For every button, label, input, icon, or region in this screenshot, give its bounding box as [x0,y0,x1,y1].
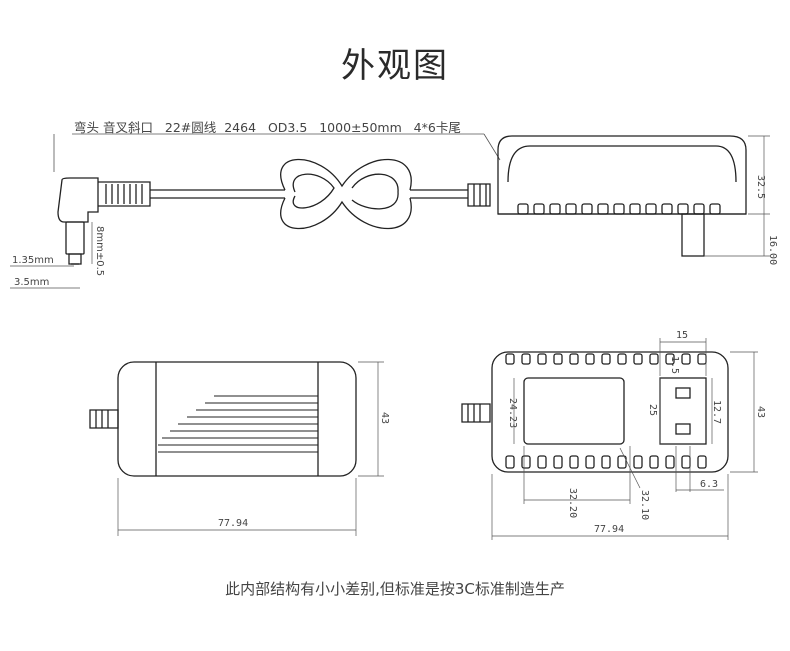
cable-spec-text: 弯头 音叉斜口 22#圆线 2464 OD3.5 1000±50mm 4*6卡尾 [74,120,461,135]
dim-label-width: 32.20 [567,488,578,518]
dim-label-height: 24.23 [507,398,518,428]
dim-back-height: 43 [755,406,766,418]
dim-plug-small: 12.7 [711,400,722,424]
dim-blade-gap: 6.3 [700,479,718,490]
adapter-back-view [461,351,729,473]
dim-pin-inner: 1.35mm [12,255,54,266]
page-title: 外观图 [341,46,449,86]
dim-plug-offset: 32.10 [639,490,650,520]
dim-bottom-tab: 1.5 [669,356,680,374]
footer-note: 此内部结构有小小差别,但标准是按3C标准制造生产 [225,580,565,598]
dim-front-height: 43 [379,412,390,424]
dim-pin-length: 8mm±0.5 [94,226,105,276]
dim-pin-outer: 3.5mm [14,277,49,288]
dim-front-length: 77.94 [218,518,248,529]
dim-plug-width: 15 [676,330,688,341]
dim-side-height: 32.5 [755,175,766,199]
dc-plug-outline [57,177,151,265]
adapter-side-view [467,135,770,257]
dim-back-length: 77.94 [594,524,624,535]
dim-plug-length: 16.00 [767,235,778,265]
adapter-front-view [89,361,357,477]
cable-outline [150,158,468,230]
dim-plug-inner: 25 [647,404,658,416]
